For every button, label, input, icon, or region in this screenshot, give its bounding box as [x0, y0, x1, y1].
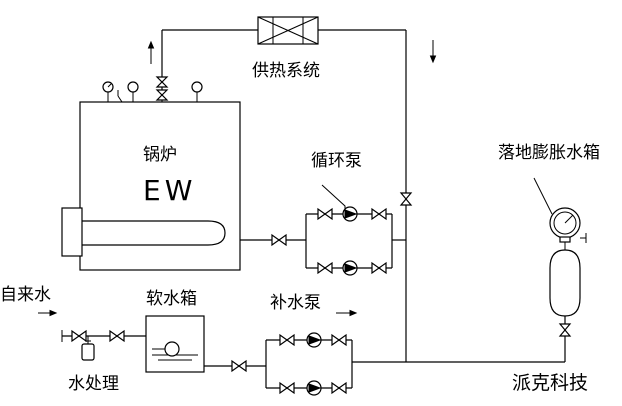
expansion-tank — [406, 177, 587, 363]
heating-system-label: 供热系统 — [252, 61, 320, 81]
water-treatment-label: 水处理 — [68, 374, 119, 394]
return-pipe — [240, 233, 306, 247]
makeup-pump-label: 补水泵 — [270, 293, 321, 313]
flow-arrow-icon — [38, 309, 58, 317]
tap-water-line — [61, 329, 146, 361]
heating-system-unit — [257, 16, 319, 45]
circulation-pump-label: 循环泵 — [311, 151, 362, 171]
soft-water-tank — [145, 315, 266, 373]
boiler — [61, 81, 241, 271]
tap-water-label: 自来水 — [0, 285, 51, 305]
valve-icon — [155, 76, 169, 88]
valve-icon — [399, 192, 413, 206]
flow-arrow-icon — [429, 40, 437, 64]
makeup-pump-group — [265, 332, 406, 396]
brand-label: 派克科技 — [512, 372, 588, 394]
boiler-model-label: EW — [143, 174, 196, 207]
circulation-pump-group — [305, 184, 406, 276]
soft-water-tank-label: 软水箱 — [146, 289, 197, 309]
flow-arrow-icon — [336, 309, 358, 317]
boiler-label: 锅炉 — [143, 145, 177, 165]
flow-arrow-icon — [147, 40, 155, 64]
expansion-tank-label: 落地膨胀水箱 — [498, 143, 600, 163]
